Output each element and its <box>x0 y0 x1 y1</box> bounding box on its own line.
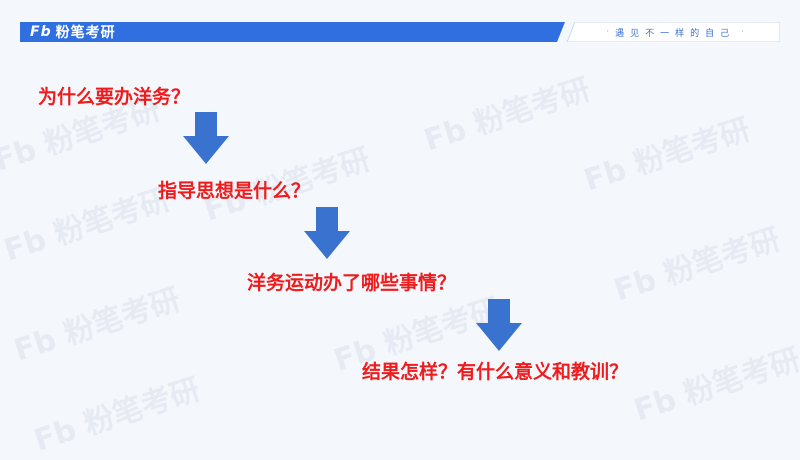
watermark: Fb 粉笔考研 <box>419 72 595 159</box>
brand-logo: Fb 粉笔考研 <box>30 22 116 42</box>
down-arrow-icon <box>476 299 522 351</box>
watermark: Fb 粉笔考研 <box>579 112 755 199</box>
brand-name: 粉笔考研 <box>55 25 116 41</box>
slogan-dot-right: · <box>741 27 744 37</box>
question-2: 指导思想是什么？ <box>158 180 311 202</box>
slogan: · 遇见不一样的自己 · <box>600 22 750 42</box>
watermark: Fb 粉笔考研 <box>9 282 185 369</box>
slogan-dot-left: · <box>606 27 610 37</box>
header-shape <box>20 22 780 42</box>
watermark: Fb 粉笔考研 <box>609 222 785 309</box>
down-arrow-icon <box>304 207 350 259</box>
watermark: Fb 粉笔考研 <box>629 342 800 429</box>
header: Fb 粉笔考研 · 遇见不一样的自己 · <box>0 0 800 62</box>
header-band: Fb 粉笔考研 · 遇见不一样的自己 · <box>20 22 780 42</box>
watermark: Fb 粉笔考研 <box>29 372 205 459</box>
brand-mark: Fb <box>30 24 52 40</box>
question-1: 为什么要办洋务？ <box>38 86 191 108</box>
down-arrow-icon <box>183 112 229 164</box>
watermark: Fb 粉笔考研 <box>0 182 175 269</box>
question-4: 结果怎样？有什么意义和教训？ <box>362 361 629 383</box>
question-3: 洋务运动办了哪些事情？ <box>247 272 457 294</box>
slogan-text: 遇见不一样的自己 <box>615 28 736 39</box>
